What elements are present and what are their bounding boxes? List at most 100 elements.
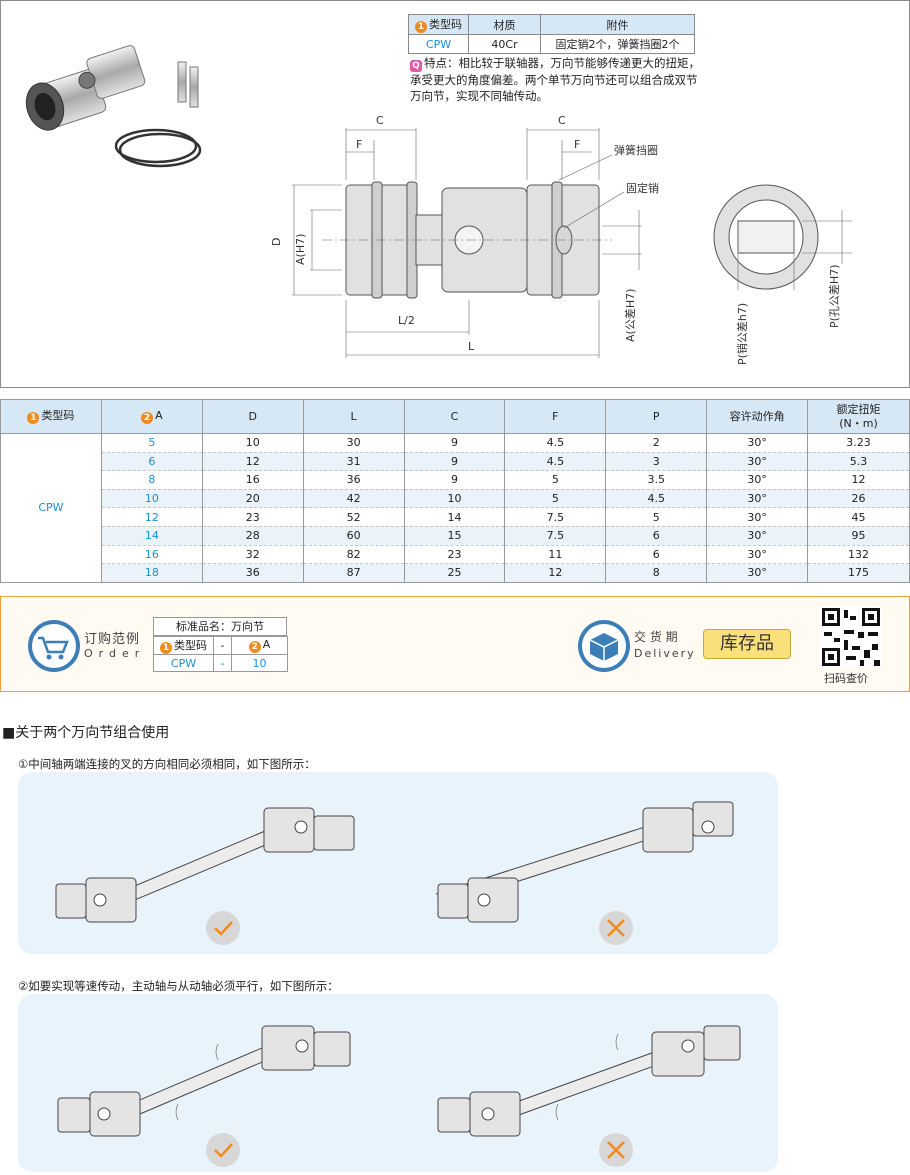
col-f: F xyxy=(504,399,607,434)
svg-text:F: F xyxy=(574,138,580,151)
order-std-name: 标准品名：万向节 xyxy=(153,617,287,636)
table-cell: 12 xyxy=(201,452,304,472)
table-cell: 45 xyxy=(807,507,910,527)
table-cell: 30° xyxy=(706,452,809,472)
feature-icon: Q xyxy=(410,60,422,72)
table-cell: 3.23 xyxy=(807,433,910,453)
table-cell: 4.5 xyxy=(605,489,708,509)
table-cell: 5 xyxy=(504,489,607,509)
table-cell: 8 xyxy=(605,563,708,583)
svg-text:C: C xyxy=(376,114,384,127)
technical-drawing: C F C F 弹簧挡圈 固定销 L/2 L D A(H7) A(公差H7) P… xyxy=(270,114,852,365)
spec-accessory-value: 固定销2个，弹簧挡圈2个 xyxy=(540,34,695,54)
table-cell: 30° xyxy=(706,433,809,453)
correct-icon-2 xyxy=(206,1133,240,1167)
table-cell: 16 xyxy=(100,545,203,565)
correct-icon xyxy=(206,911,240,945)
order-dash-value: - xyxy=(213,654,232,672)
combo-note-2: ②如要实现等速传动，主动轴与从动轴必须平行，如下图所示： xyxy=(18,979,339,993)
table-cell: 30° xyxy=(706,507,809,527)
table-cell: 30 xyxy=(302,433,405,453)
table-cell: 30° xyxy=(706,545,809,565)
qr-code-icon xyxy=(820,606,882,668)
table-cell: 10 xyxy=(201,433,304,453)
table-cell: 42 xyxy=(302,489,405,509)
table-cell: 132 xyxy=(807,545,910,565)
svg-text:A(H7): A(H7) xyxy=(294,234,307,265)
order-dash: - xyxy=(213,636,232,655)
svg-text:P(孔公差H7): P(孔公差H7) xyxy=(827,265,841,329)
svg-text:固定销: 固定销 xyxy=(626,181,659,195)
table-cell: 16 xyxy=(201,470,304,490)
table-cell: 5.3 xyxy=(807,452,910,472)
table-cell: 26 xyxy=(807,489,910,509)
table-cell: 82 xyxy=(302,545,405,565)
table-cell: 3 xyxy=(605,452,708,472)
order-title-en: Order xyxy=(84,647,146,660)
order-type-value: CPW xyxy=(153,654,214,672)
table-cell: 23 xyxy=(201,507,304,527)
table-cell: 12 xyxy=(807,470,910,490)
table-cell: 14 xyxy=(100,526,203,546)
table-cell: 60 xyxy=(302,526,405,546)
table-cell: 12 xyxy=(100,507,203,527)
table-cell: 18 xyxy=(100,563,203,583)
spec-header-accessory: 附件 xyxy=(540,14,695,35)
table-cell: 5 xyxy=(605,507,708,527)
table-cell: 4.5 xyxy=(504,433,607,453)
direction-diagram xyxy=(55,801,734,945)
svg-text:L/2: L/2 xyxy=(398,314,415,327)
table-cell: 30° xyxy=(706,489,809,509)
table-cell: 9 xyxy=(403,452,506,472)
table-cell: 12 xyxy=(504,563,607,583)
table-cell: 9 xyxy=(403,433,506,453)
spec-type-value: CPW xyxy=(408,34,469,54)
delivery-title: 交 货 期 xyxy=(634,630,678,644)
table-cell: 6 xyxy=(100,452,203,472)
table-cell: 30° xyxy=(706,563,809,583)
table-cell: 20 xyxy=(201,489,304,509)
panel-direction xyxy=(18,772,778,954)
table-cell: 10 xyxy=(100,489,203,509)
table-cell: 23 xyxy=(403,545,506,565)
table-cell: 7.5 xyxy=(504,507,607,527)
order-a-value: 10 xyxy=(231,654,288,672)
cart-icon xyxy=(28,620,80,672)
svg-text:L: L xyxy=(468,340,475,353)
table-cell: 6 xyxy=(605,526,708,546)
table-cell: 52 xyxy=(302,507,405,527)
table-cell: 87 xyxy=(302,563,405,583)
table-cell: 15 xyxy=(403,526,506,546)
col-p: P xyxy=(605,399,708,434)
combo-section-title: ■关于两个万向节组合使用 xyxy=(2,725,170,741)
spec-header-material: 材质 xyxy=(468,14,541,35)
table-cell: 30° xyxy=(706,470,809,490)
combo-note-1: ①中间轴两端连接的叉的方向相同必须相同，如下图所示： xyxy=(18,757,316,771)
col-d: D xyxy=(201,399,304,434)
type-cell: CPW xyxy=(0,433,102,583)
col-c: C xyxy=(403,399,506,434)
svg-text:A(公差H7): A(公差H7) xyxy=(623,289,637,342)
col-torque: 额定扭矩(N・m) xyxy=(807,399,910,434)
delivery-title-en: Delivery xyxy=(634,647,696,660)
table-cell: 175 xyxy=(807,563,910,583)
table-cell: 32 xyxy=(201,545,304,565)
table-cell: 9 xyxy=(403,470,506,490)
table-cell: 14 xyxy=(403,507,506,527)
svg-text:D: D xyxy=(270,238,283,246)
table-cell: 11 xyxy=(504,545,607,565)
table-cell: 30° xyxy=(706,526,809,546)
col-l: L xyxy=(302,399,405,434)
